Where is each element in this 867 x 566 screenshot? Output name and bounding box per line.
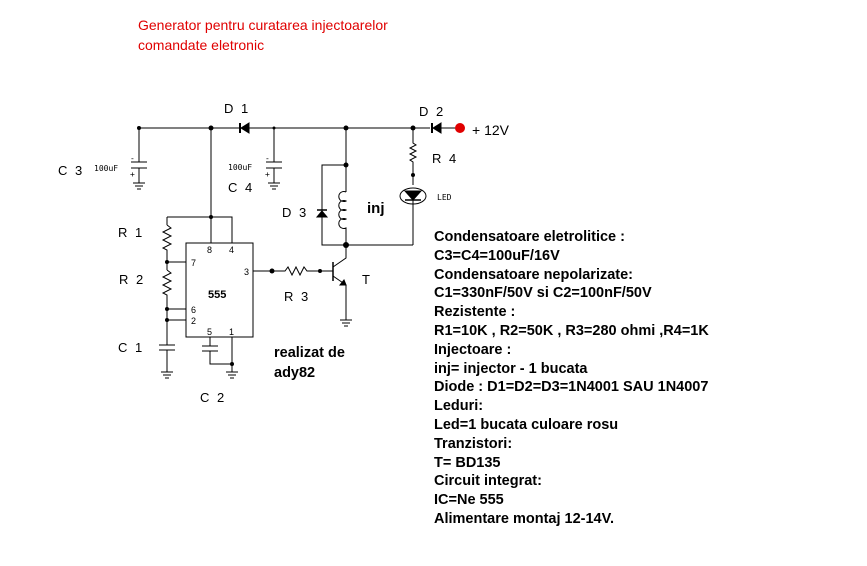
spec-line: inj= injector - 1 bucata xyxy=(434,360,588,377)
diode-d2 xyxy=(431,122,442,134)
spec-line: Diode : D1=D2=D3=1N4001 SAU 1N4007 xyxy=(434,379,709,396)
supply-terminal xyxy=(455,123,465,133)
ground-icon xyxy=(161,371,173,379)
spec-line: C1=330nF/50V si C2=100nF/50V xyxy=(434,285,652,302)
label-r2: R 2 xyxy=(119,272,145,287)
resistor-r1 xyxy=(161,224,173,270)
label-c4: C 4 xyxy=(228,180,254,195)
ground-icon xyxy=(133,182,145,190)
injector-coil xyxy=(338,128,348,245)
ground-icon xyxy=(226,371,238,379)
label-r3: R 3 xyxy=(284,289,310,304)
ic-555 xyxy=(185,242,254,338)
pin-7: 7 xyxy=(191,258,196,268)
label-c3-value: 100uF xyxy=(94,164,118,173)
label-supply: + 12V xyxy=(472,122,510,138)
title-line-2: comandate eletronic xyxy=(138,37,265,53)
capacitor-c3 xyxy=(131,128,147,190)
capacitor-c1 xyxy=(159,344,175,379)
c4-plus: + xyxy=(265,170,270,179)
spec-line: Alimentare montaj 12-14V. xyxy=(434,510,614,527)
spec-line: Rezistente : xyxy=(434,304,516,321)
c3-minus: - xyxy=(130,154,135,163)
label-c2: C 2 xyxy=(200,390,226,405)
ground-icon xyxy=(268,182,280,190)
diode-d1 xyxy=(239,122,250,134)
label-d3: D 3 xyxy=(282,205,308,220)
c4-minus: - xyxy=(265,154,270,163)
pin-2: 2 xyxy=(191,316,196,326)
spec-line: Condensatoare nepolarizate: xyxy=(434,266,634,283)
pin-8: 8 xyxy=(207,245,212,255)
title-line-1: Generator pentru curatarea injectoarelor xyxy=(138,17,388,33)
spec-line: R1=10K , R2=50K , R3=280 ohmi ,R4=1K xyxy=(434,322,709,339)
spec-line: Tranzistori: xyxy=(434,435,513,452)
vcc-wire xyxy=(166,128,233,243)
resistor-r2 xyxy=(161,269,173,345)
c3-plus: + xyxy=(130,170,135,179)
spec-line: Circuit integrat: xyxy=(434,473,542,490)
label-d2: D 2 xyxy=(419,104,445,119)
transistor-t xyxy=(332,245,352,327)
label-r4: R 4 xyxy=(432,151,458,166)
spec-line: IC=Ne 555 xyxy=(434,492,504,509)
label-r1: R 1 xyxy=(118,225,144,240)
spec-line: C3=C4=100uF/16V xyxy=(434,247,560,264)
label-led: LED xyxy=(437,193,452,202)
credit: realizat de ady82 xyxy=(274,343,345,383)
label-ic: 555 xyxy=(208,289,226,301)
pin-4: 4 xyxy=(229,245,234,255)
pin-3: 3 xyxy=(244,267,249,277)
pin-wires xyxy=(167,261,186,321)
spec-line: Led=1 bucata culoare rosu xyxy=(434,416,619,433)
label-c4-value: 100uF xyxy=(228,163,252,172)
led xyxy=(399,187,427,245)
label-inj: inj xyxy=(367,200,385,217)
spec-line: Injectoare : xyxy=(434,341,512,358)
label-t: T xyxy=(362,272,372,287)
junction-dots xyxy=(137,125,416,366)
label-c1: C 1 xyxy=(118,340,144,355)
spec-line: Leduri: xyxy=(434,398,484,415)
credit-line-2: ady82 xyxy=(274,365,316,381)
label-c3: C 3 xyxy=(58,163,84,178)
spec-line: T= BD135 xyxy=(434,454,501,471)
spec-line: Condensatoare eletrolitice : xyxy=(434,229,625,245)
capacitor-c4 xyxy=(266,128,282,190)
pin-1: 1 xyxy=(229,327,234,337)
capacitor-c2 xyxy=(202,337,238,379)
pin-6: 6 xyxy=(191,305,196,315)
resistor-r4 xyxy=(408,128,418,185)
diode-d3 xyxy=(315,164,413,246)
ground-icon xyxy=(340,319,352,327)
pin-5: 5 xyxy=(207,327,212,337)
label-d1: D 1 xyxy=(224,101,250,116)
credit-line-1: realizat de xyxy=(274,345,345,361)
resistor-r3 xyxy=(253,265,333,277)
component-list: Condensatoare eletrolitice : C3=C4=100uF… xyxy=(434,228,709,529)
